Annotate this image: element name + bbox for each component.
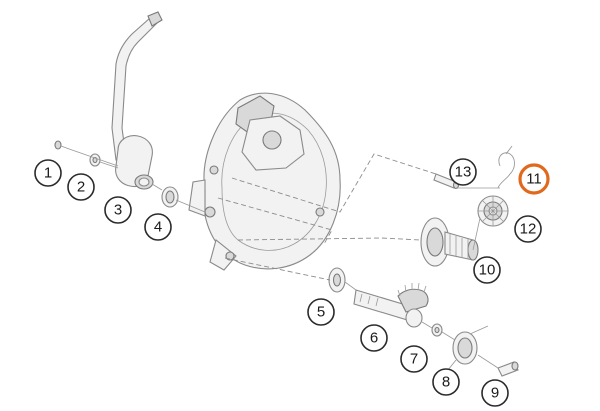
callout-2[interactable]: 2 (67, 173, 95, 201)
kick-starter-lever (111, 11, 163, 190)
callout-11[interactable]: 11 (518, 163, 550, 195)
engine-cover (188, 92, 341, 271)
callout-8-label: 8 (442, 374, 450, 391)
callout-1-label: 1 (44, 165, 52, 182)
intermediate-gear (477, 195, 509, 227)
callout-9-label: 9 (491, 385, 499, 402)
callout-6[interactable]: 6 (360, 324, 388, 352)
screw-part (54, 140, 73, 151)
kick-shaft-gear (420, 217, 479, 267)
callout-12[interactable]: 12 (514, 215, 542, 243)
callout-11-label: 11 (526, 171, 542, 188)
callout-12-label: 12 (520, 221, 537, 238)
callout-5-label: 5 (317, 304, 325, 321)
callout-10[interactable]: 10 (473, 256, 501, 284)
callout-13[interactable]: 13 (449, 158, 477, 186)
callout-1[interactable]: 1 (34, 159, 62, 187)
callout-5[interactable]: 5 (307, 298, 335, 326)
callout-4[interactable]: 4 (144, 213, 172, 241)
callout-6-label: 6 (370, 330, 378, 347)
spring-guide (497, 361, 519, 377)
callout-7[interactable]: 7 (400, 345, 428, 373)
callout-13-label: 13 (455, 164, 472, 181)
callout-3-label: 3 (114, 202, 122, 219)
callouts: 1 2 3 4 5 6 7 8 (34, 158, 550, 407)
washer-part (89, 153, 101, 167)
shaft-seal-ring (161, 186, 179, 208)
torsion-spring (447, 325, 489, 371)
callout-4-label: 4 (154, 219, 162, 236)
callout-7-label: 7 (410, 351, 418, 368)
small-washer (431, 323, 443, 337)
callout-9[interactable]: 9 (481, 379, 509, 407)
kick-starter-shaft (353, 282, 429, 328)
callout-10-label: 10 (479, 262, 496, 279)
assembly-lines (71, 149, 500, 369)
callout-2-label: 2 (77, 179, 85, 196)
spring-clip (497, 145, 515, 189)
callout-8[interactable]: 8 (432, 368, 460, 396)
thrust-washer (328, 267, 346, 293)
callout-3[interactable]: 3 (104, 196, 132, 224)
